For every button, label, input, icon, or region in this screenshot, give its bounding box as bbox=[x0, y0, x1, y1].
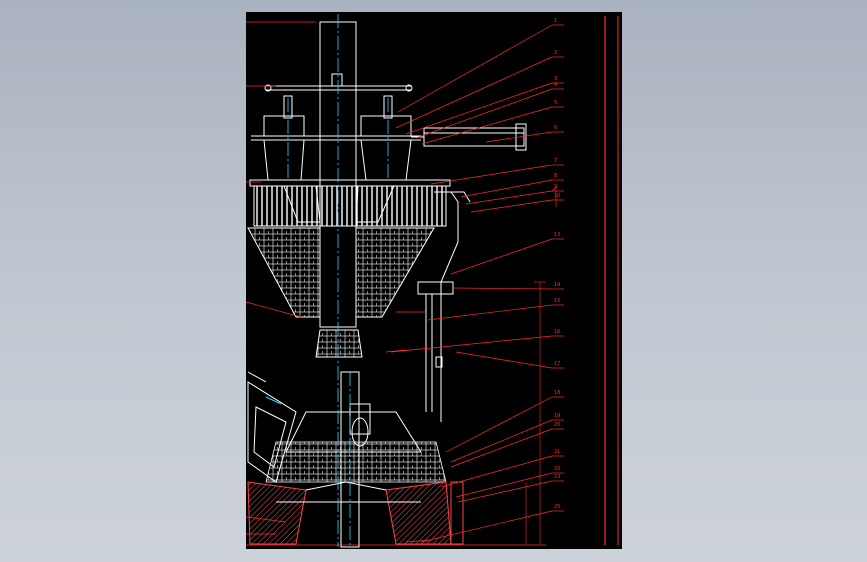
center-lines bbox=[287, 14, 389, 547]
leader-line bbox=[421, 106, 553, 145]
leader-line bbox=[450, 238, 553, 275]
hydraulic-cylinder bbox=[411, 123, 527, 151]
leader-line bbox=[440, 455, 553, 488]
callout-number: 25 bbox=[554, 504, 560, 510]
callout-number: 6 bbox=[554, 125, 557, 131]
dimension-lines bbox=[525, 186, 557, 544]
drawing-frame bbox=[246, 16, 619, 546]
leader-line bbox=[460, 179, 553, 198]
callout-number: 4 bbox=[554, 82, 557, 88]
leader-line bbox=[455, 472, 553, 498]
top-cover bbox=[251, 84, 421, 181]
left-annotations bbox=[246, 21, 432, 543]
callout-number: 14 bbox=[554, 282, 560, 288]
callout-number: 9 bbox=[554, 184, 557, 190]
callout-number: 20 bbox=[554, 422, 560, 428]
leader-line bbox=[445, 396, 553, 453]
leader-line bbox=[457, 480, 553, 503]
callout-number: 2 bbox=[554, 50, 557, 56]
leader-line bbox=[452, 287, 553, 290]
callout-number: 19 bbox=[554, 413, 560, 419]
feed-chute bbox=[247, 371, 297, 483]
rib-housing bbox=[249, 179, 451, 227]
leader-line bbox=[397, 24, 553, 113]
callout-number: 10 bbox=[554, 193, 560, 199]
lower-casing bbox=[265, 403, 447, 483]
leader-line bbox=[470, 199, 553, 213]
leader-line bbox=[390, 335, 553, 353]
brick-cone bbox=[247, 227, 435, 358]
leader-line bbox=[420, 510, 553, 543]
callout-number: 8 bbox=[554, 173, 557, 179]
leader-line bbox=[430, 164, 553, 185]
leader-line bbox=[427, 304, 553, 321]
callout-number: 16 bbox=[554, 329, 560, 335]
callout-number: 15 bbox=[554, 298, 560, 304]
callout-number: 22 bbox=[554, 466, 560, 472]
callout-number: 18 bbox=[554, 390, 560, 396]
leader-line bbox=[405, 82, 553, 135]
callout-number: 13 bbox=[554, 232, 560, 238]
leader-line bbox=[465, 190, 553, 205]
leader-line bbox=[450, 428, 553, 468]
base-bowl bbox=[247, 481, 464, 545]
leader-line bbox=[450, 419, 553, 463]
callout-number: 7 bbox=[554, 158, 557, 164]
callout-number: 3 bbox=[554, 76, 557, 82]
callout-number: 1 bbox=[554, 18, 557, 24]
leader-line bbox=[485, 131, 553, 143]
callout-number: 21 bbox=[554, 449, 560, 455]
callout-number: 23 bbox=[554, 474, 560, 480]
callout-number: 5 bbox=[554, 100, 557, 106]
callout-number: 17 bbox=[554, 361, 560, 367]
leader-line bbox=[395, 56, 553, 129]
leader-line bbox=[455, 351, 553, 369]
leader-line bbox=[415, 88, 553, 139]
